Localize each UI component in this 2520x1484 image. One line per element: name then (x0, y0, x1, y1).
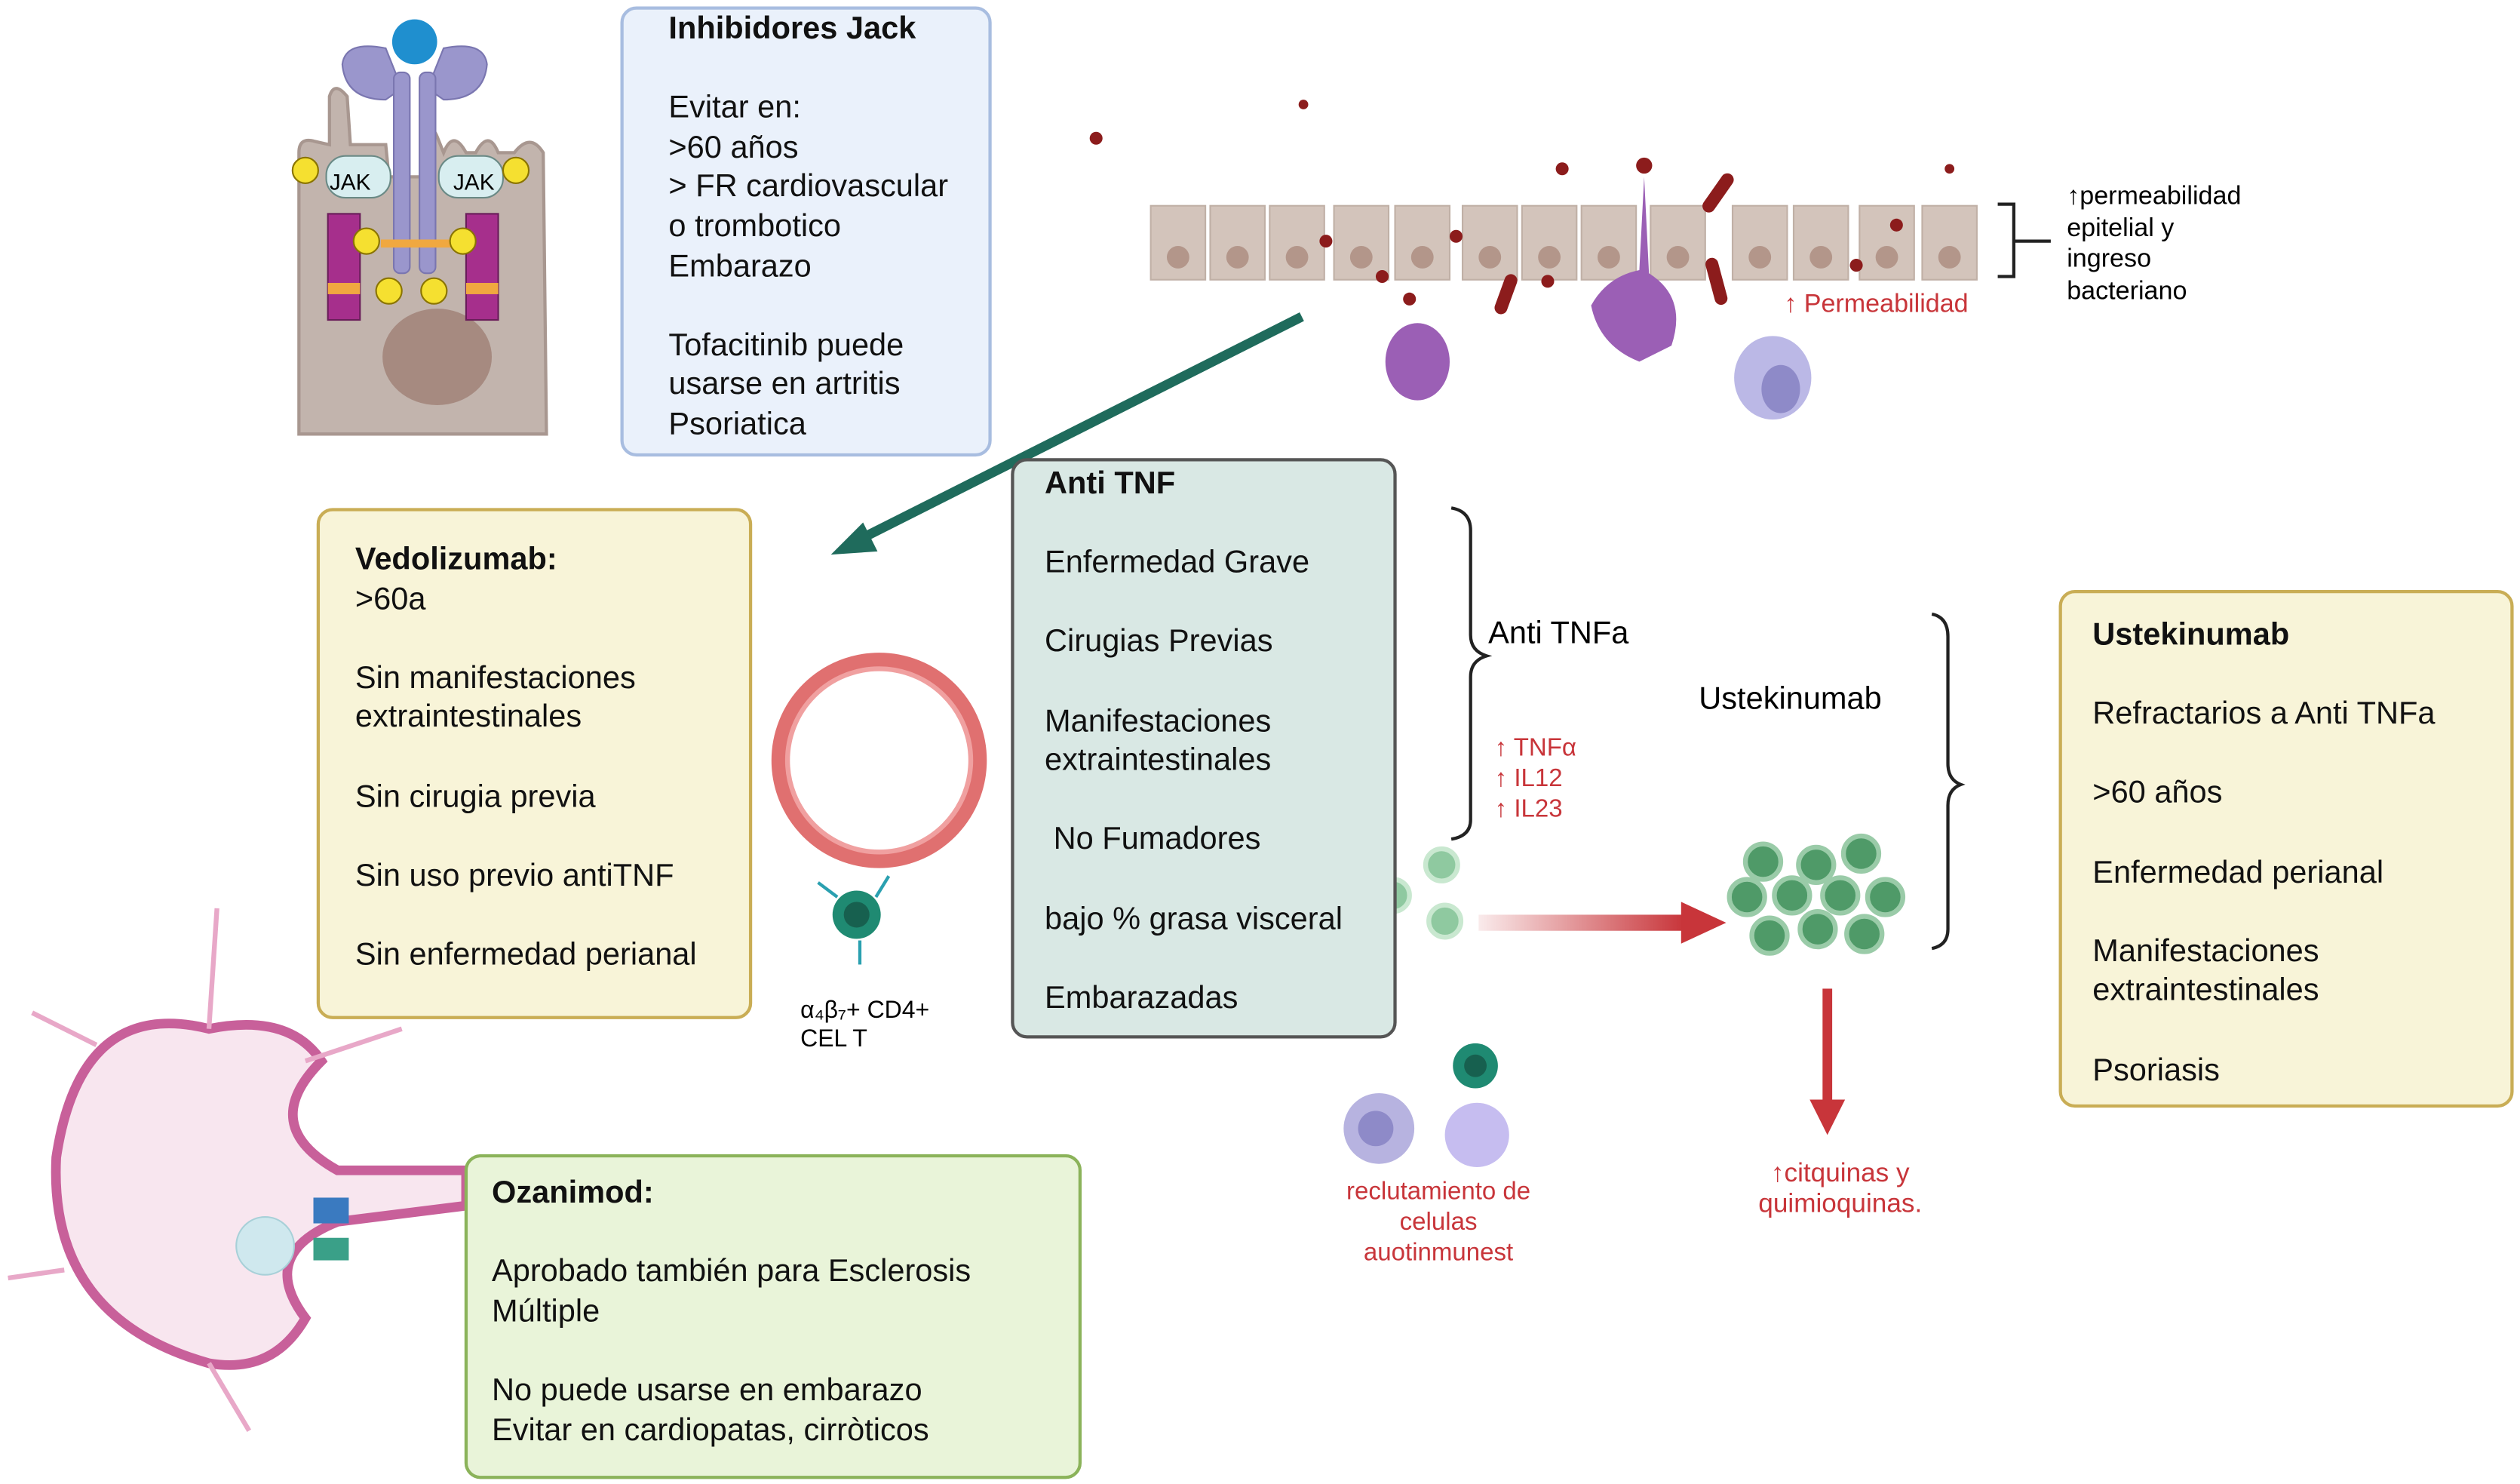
box-title: Vedolizumab: (355, 542, 557, 577)
box-line: Psoriatica (668, 406, 806, 442)
box-line: Múltiple (492, 1293, 600, 1329)
box-line: Cirugias Previas (1045, 624, 1273, 660)
jak-label-left: JAK (329, 168, 371, 195)
box-line: >60 años (668, 130, 799, 166)
box-line: usarse en artritis (668, 367, 901, 403)
ustekinumab-box: Ustekinumab Refractarios a Anti TNFa >60… (2058, 590, 2514, 1108)
box-title: Inhibidores Jack (668, 11, 916, 47)
permeability-label: ↑ Permeabilidad (1784, 290, 1969, 318)
t-cell-label: α₄β₇+ CD4+CEL T (800, 997, 930, 1053)
box-line: Embarazadas (1045, 980, 1239, 1016)
anti-tnfa-label: Anti TNFa (1488, 616, 1629, 651)
box-title: Ozanimod: (492, 1175, 654, 1211)
box-line: >60 años (2092, 775, 2223, 811)
box-line: Evitar en: (668, 90, 801, 126)
brace-ustekinumab (1931, 612, 1966, 951)
box-line: No puede usarse en embarazo (492, 1372, 922, 1409)
box-line: extraintestinales (1045, 742, 1272, 779)
box-line: Refractarios a Anti TNFa (2092, 696, 2436, 732)
box-line: Tofacitinib puede (668, 327, 904, 364)
box-line: o trombotico (668, 208, 842, 244)
cytokine-list: ↑ TNFα↑ IL12↑ IL23 (1494, 734, 1577, 823)
box-line: bajo % grasa visceral (1045, 901, 1343, 937)
ozanimod-box: Ozanimod: Aprobado también para Escleros… (464, 1154, 1082, 1479)
epithelium-illustration (1089, 100, 2051, 420)
vedolizumab-box: Vedolizumab: >60a Sin manifestaciones ex… (316, 508, 753, 1019)
box-line: Sin uso previo antiTNF (355, 858, 674, 894)
jak-label-right: JAK (453, 168, 495, 195)
box-line: Embarazo (668, 248, 812, 284)
lymph-node-illustration (8, 908, 471, 1433)
box-line: Enfermedad perianal (2092, 854, 2384, 890)
recruited-cells (1343, 1043, 1509, 1167)
box-title: Anti TNF (1045, 465, 1176, 502)
box-line: Sin cirugia previa (355, 779, 596, 815)
box-line: > FR cardiovascular (668, 169, 949, 205)
box-line: extraintestinales (355, 699, 582, 736)
anti-tnf-box: Anti TNF Enfermedad Grave Cirugias Previ… (1011, 458, 1397, 1039)
teal-arrow (849, 312, 1304, 548)
blood-vessel-illustration (771, 653, 987, 868)
box-line: >60a (355, 581, 426, 617)
box-title: Ustekinumab (2092, 617, 2290, 653)
box-line: Sin enfermedad perianal (355, 937, 697, 973)
t-cell-icon (817, 875, 891, 965)
box-line: Psoriasis (2092, 1052, 2220, 1088)
ustekinumab-label: Ustekinumab (1699, 681, 1882, 717)
box-line: Evitar en cardiopatas, cirròticos (492, 1412, 929, 1448)
cell-cluster (1727, 833, 1906, 956)
red-arrow-right (1478, 914, 1685, 931)
box-line: Manifestaciones (2092, 933, 2319, 969)
box-line: Enfermedad Grave (1045, 545, 1310, 581)
box-line: Aprobado también para Esclerosis (492, 1254, 971, 1290)
box-line: Sin manifestaciones (355, 660, 636, 696)
jak-cell-illustration (291, 19, 548, 436)
brace-anti-tnfa (1450, 506, 1493, 841)
box-line: Manifestaciones (1045, 703, 1272, 739)
box-line: extraintestinales (2092, 972, 2319, 1009)
box-line: No Fumadores (1045, 822, 1261, 858)
jak-inhibitors-box: Inhibidores Jack Evitar en: >60 años > F… (620, 6, 992, 457)
red-arrow-down (1822, 988, 1833, 1101)
